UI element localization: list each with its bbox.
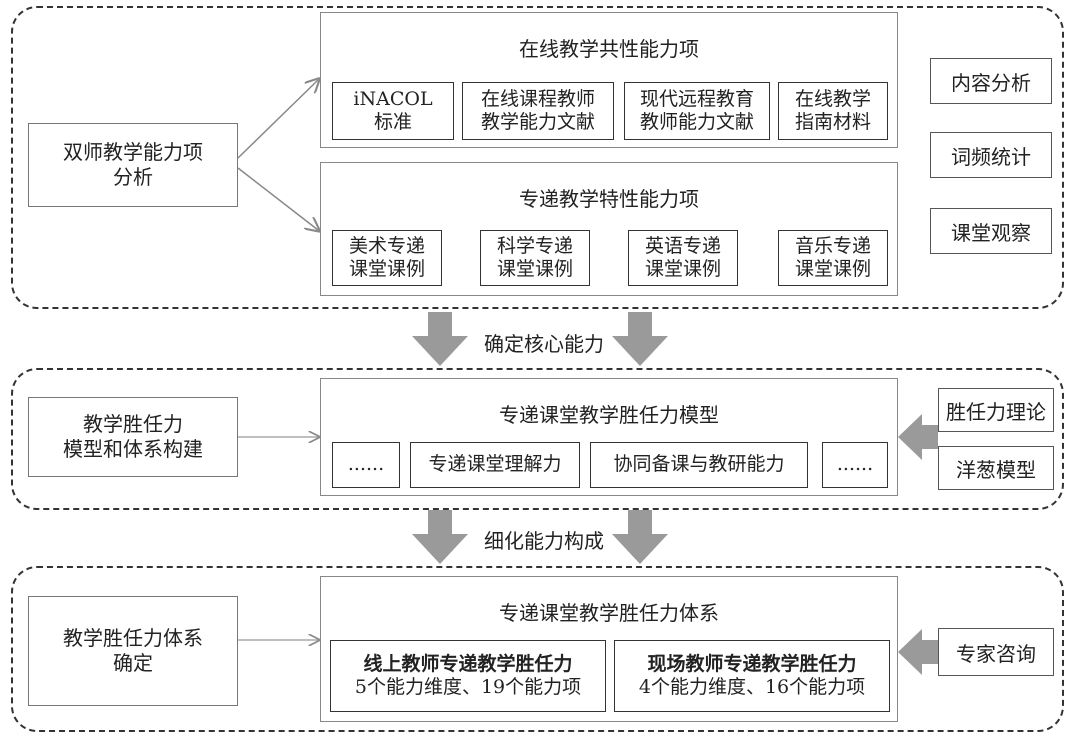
model-item-ellipsis-left: ...... [332, 442, 400, 488]
model-group-title: 专递课堂教学胜任力模型 [499, 403, 719, 427]
down-arrow-right-1 [612, 312, 668, 366]
onsite-teacher-title: 现场教师专递教学胜任力 [647, 652, 857, 675]
common-group-title: 在线教学共性能力项 [519, 37, 699, 61]
model-item-ellipsis-right: ...... [822, 442, 888, 488]
expert-consultation: 专家咨询 [938, 628, 1054, 676]
special-item-science: 科学专递 课堂课例 [480, 230, 590, 286]
section-middle [11, 368, 1064, 510]
common-item-inacol: iNACOL 标准 [332, 82, 454, 140]
onsite-teacher-competency: 现场教师专递教学胜任力 4个能力维度、16个能力项 [614, 640, 890, 712]
section-bottom [11, 566, 1064, 732]
special-item-music: 音乐专递 课堂课例 [778, 230, 888, 286]
down-arrow-right-2 [612, 510, 668, 564]
special-item-art: 美术专递 课堂课例 [332, 230, 442, 286]
left-arrow-theories [898, 414, 938, 460]
common-item-guide: 在线教学 指南材料 [778, 82, 888, 140]
method-content-analysis: 内容分析 [930, 58, 1052, 104]
special-item-english: 英语专递 课堂课例 [628, 230, 738, 286]
online-teacher-competency: 线上教师专递教学胜任力 5个能力维度、19个能力项 [330, 640, 606, 712]
down-arrow-left-1 [412, 312, 468, 366]
left-arrow-expert [898, 629, 938, 675]
method-word-frequency: 词频统计 [930, 132, 1052, 178]
method-classroom-observation: 课堂观察 [930, 208, 1052, 254]
common-item-distance-edu: 现代远程教育 教师能力文献 [624, 82, 770, 140]
down-arrow-left-2 [412, 510, 468, 564]
analysis-box: 双师教学能力项 分析 [28, 123, 238, 207]
system-group-title: 专递课堂教学胜任力体系 [499, 601, 719, 625]
section-top [11, 6, 1064, 309]
system-determine-box: 教学胜任力体系 确定 [28, 596, 238, 706]
special-group-title: 专递教学特性能力项 [519, 187, 699, 211]
online-teacher-detail: 5个能力维度、19个能力项 [354, 676, 582, 698]
theory-onion-model: 洋葱模型 [938, 446, 1054, 490]
model-building-box: 教学胜任力 模型和体系构建 [28, 397, 238, 477]
model-item-collab: 协同备课与教研能力 [590, 442, 808, 488]
connector-to-special [237, 167, 318, 230]
theory-competency: 胜任力理论 [938, 388, 1054, 432]
flow-label-core: 确定核心能力 [480, 328, 608, 357]
onsite-teacher-detail: 4个能力维度、16个能力项 [638, 676, 866, 698]
model-item-understanding: 专递课堂理解力 [410, 442, 580, 488]
flow-label-refine: 细化能力构成 [480, 525, 608, 554]
connector-to-common [237, 80, 318, 159]
common-item-course-teacher: 在线课程教师 教学能力文献 [462, 82, 614, 140]
online-teacher-title: 线上教师专递教学胜任力 [363, 652, 573, 675]
